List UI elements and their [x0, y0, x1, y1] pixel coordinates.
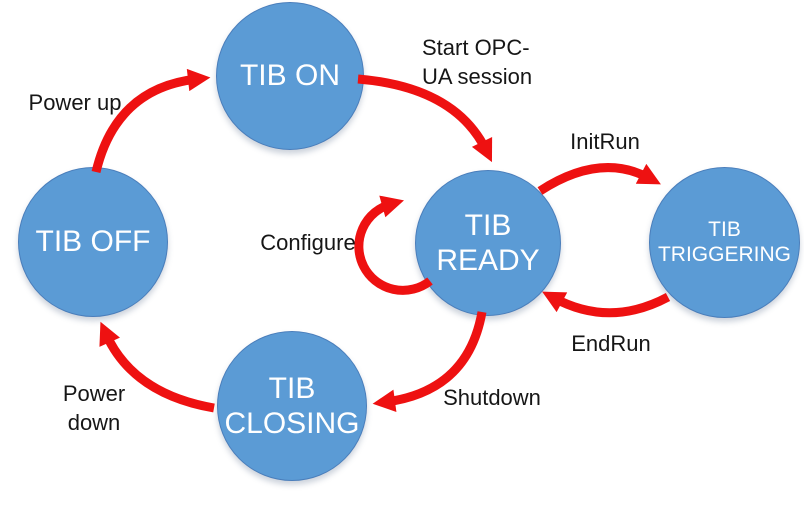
- label-line: UA session: [422, 64, 533, 89]
- state-node-tib-on: TIB ON: [216, 2, 364, 150]
- state-label-line2: READY: [436, 244, 540, 277]
- state-label-line1: TIB: [708, 217, 741, 241]
- label-line: Shutdown: [443, 385, 541, 410]
- label-line: Configure: [260, 230, 356, 255]
- arrow-init-run: [537, 163, 661, 195]
- transition-label-configure: Configure: [248, 228, 368, 257]
- state-label-line2: TRIGGERING: [657, 242, 791, 266]
- label-line: Power up: [28, 90, 122, 115]
- transition-label-shutdown: Shutdown: [432, 383, 552, 412]
- arrow-end-run: [542, 291, 671, 318]
- state-label-line2: CLOSING: [224, 407, 360, 440]
- transition-label-power-down: Power down: [34, 379, 154, 437]
- state-node-tib-off: TIB OFF: [18, 167, 168, 317]
- label-line: Start OPC-: [422, 35, 530, 60]
- state-label-line1: TIB: [464, 208, 512, 242]
- state-label-line1: TIB: [268, 371, 316, 405]
- label-line: InitRun: [570, 129, 640, 154]
- transition-label-start-opc-ua: Start OPC- UA session: [422, 33, 552, 91]
- state-node-tib-triggering: TIB TRIGGERING: [649, 167, 800, 318]
- state-node-tib-ready: TIB READY: [415, 170, 561, 316]
- transition-label-init-run: InitRun: [545, 127, 665, 156]
- label-line: Power: [62, 381, 126, 406]
- state-label: TIB OFF: [35, 225, 151, 259]
- state-node-tib-closing: TIB CLOSING: [217, 331, 367, 481]
- transition-label-end-run: EndRun: [551, 329, 671, 358]
- label-line: down: [67, 410, 121, 435]
- state-label: TIB ON: [239, 59, 340, 93]
- transition-label-power-up: Power up: [8, 88, 142, 117]
- label-line: EndRun: [571, 331, 651, 356]
